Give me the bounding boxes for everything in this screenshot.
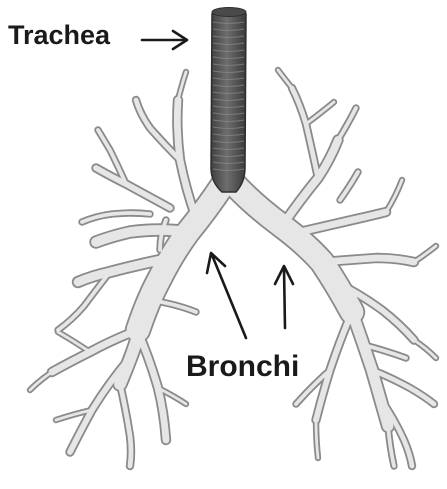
airway-branch — [414, 340, 436, 358]
airway-branch — [386, 180, 402, 212]
bronchi-label: Bronchi — [186, 350, 299, 384]
bronchi-arrow-left — [207, 253, 246, 338]
airway-branch — [340, 172, 358, 200]
airway-branch — [30, 372, 52, 390]
airway-branch — [414, 246, 436, 262]
airway-branch — [316, 312, 352, 420]
airway-branch — [300, 212, 386, 232]
airway-branch — [338, 108, 356, 140]
airway-branch — [278, 70, 292, 88]
airway-branch — [58, 332, 90, 352]
airway-branch — [322, 258, 414, 262]
bronchi-arrow-right — [275, 266, 293, 328]
trachea-shape — [211, 8, 246, 193]
trachea-label: Trachea — [8, 20, 110, 51]
airway-branch — [306, 102, 334, 124]
trachea-arrow — [142, 31, 187, 49]
airway-branch — [96, 168, 170, 208]
